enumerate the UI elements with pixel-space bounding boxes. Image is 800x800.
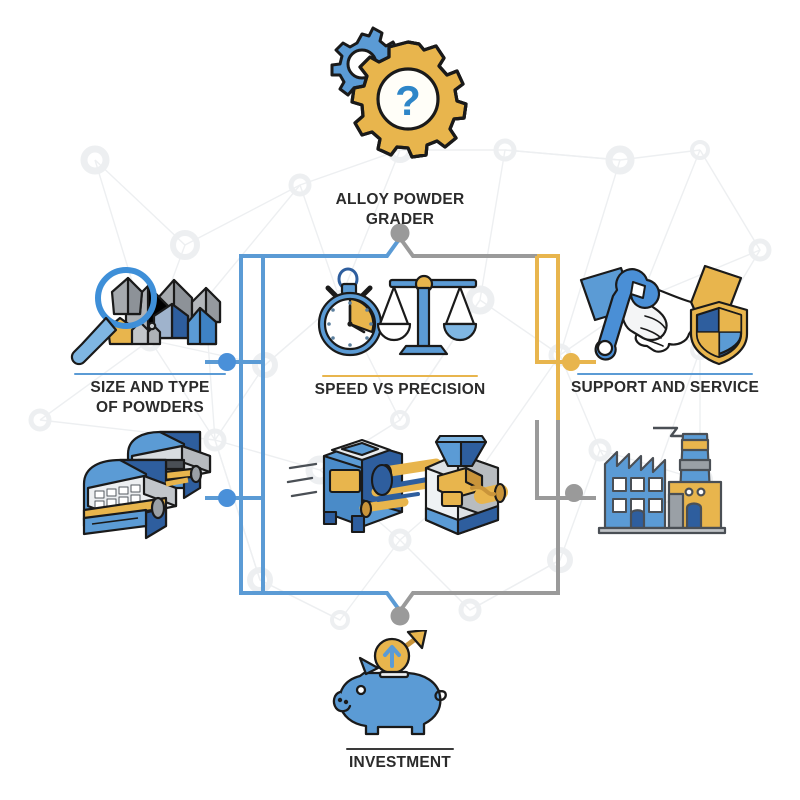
factory-icon	[597, 426, 727, 535]
label-speed-vs-precision: SPEED VS PRECISION	[314, 381, 486, 398]
label-alloy-powder-grader: ALLOY POWDER GRADER	[335, 191, 465, 228]
connector-left-blue	[239, 236, 402, 613]
rule-investment	[346, 748, 454, 750]
gears-question-icon: ?	[330, 26, 468, 159]
connector-right-top-gray	[398, 236, 537, 258]
connector-right-gold	[537, 254, 560, 420]
connector-right-gray-bracket	[535, 420, 558, 500]
node-investment: INVESTMENT	[320, 630, 480, 780]
node-speed-vs-precision: SPEED VS PRECISION	[286, 262, 508, 536]
extruder-mill-machine-icon	[286, 434, 508, 536]
label-size-and-type-of-powders: SIZE AND TYPE OF POWDERS	[90, 379, 210, 416]
question-mark-glyph: ?	[395, 77, 421, 124]
node-alloy-powder-grader: ? ALLOY POWDER GRADER	[300, 20, 500, 228]
right-upper-node	[562, 353, 580, 371]
label-support-and-service: SUPPORT AND SERVICE	[570, 379, 760, 396]
connector-right-gray	[398, 420, 560, 613]
node-support-and-service: SUPPORT AND SERVICE	[565, 258, 765, 535]
rule-support-and-service	[577, 373, 753, 375]
left-lower-node	[218, 489, 236, 507]
bottom-junction-node	[390, 606, 410, 626]
sieve-grading-machine-icon	[82, 430, 212, 540]
rule-speed-vs-precision	[322, 375, 478, 377]
right-lower-node	[565, 484, 583, 502]
connector-right-gold-bracket	[535, 256, 558, 364]
node-size-and-type-of-powders: SIZE AND TYPE OF POWDERS	[60, 258, 240, 540]
label-investment: INVESTMENT	[349, 754, 451, 771]
rule-size-and-type	[74, 373, 226, 375]
top-junction-node	[390, 223, 410, 243]
left-upper-node	[218, 353, 236, 371]
handshake-wrench-shield-icon	[579, 264, 749, 366]
stopwatch-balance-scale-icon	[317, 267, 478, 357]
piggy-bank-coin-arrow-icon	[332, 630, 447, 736]
magnifier-ore-pile-icon	[70, 267, 222, 366]
